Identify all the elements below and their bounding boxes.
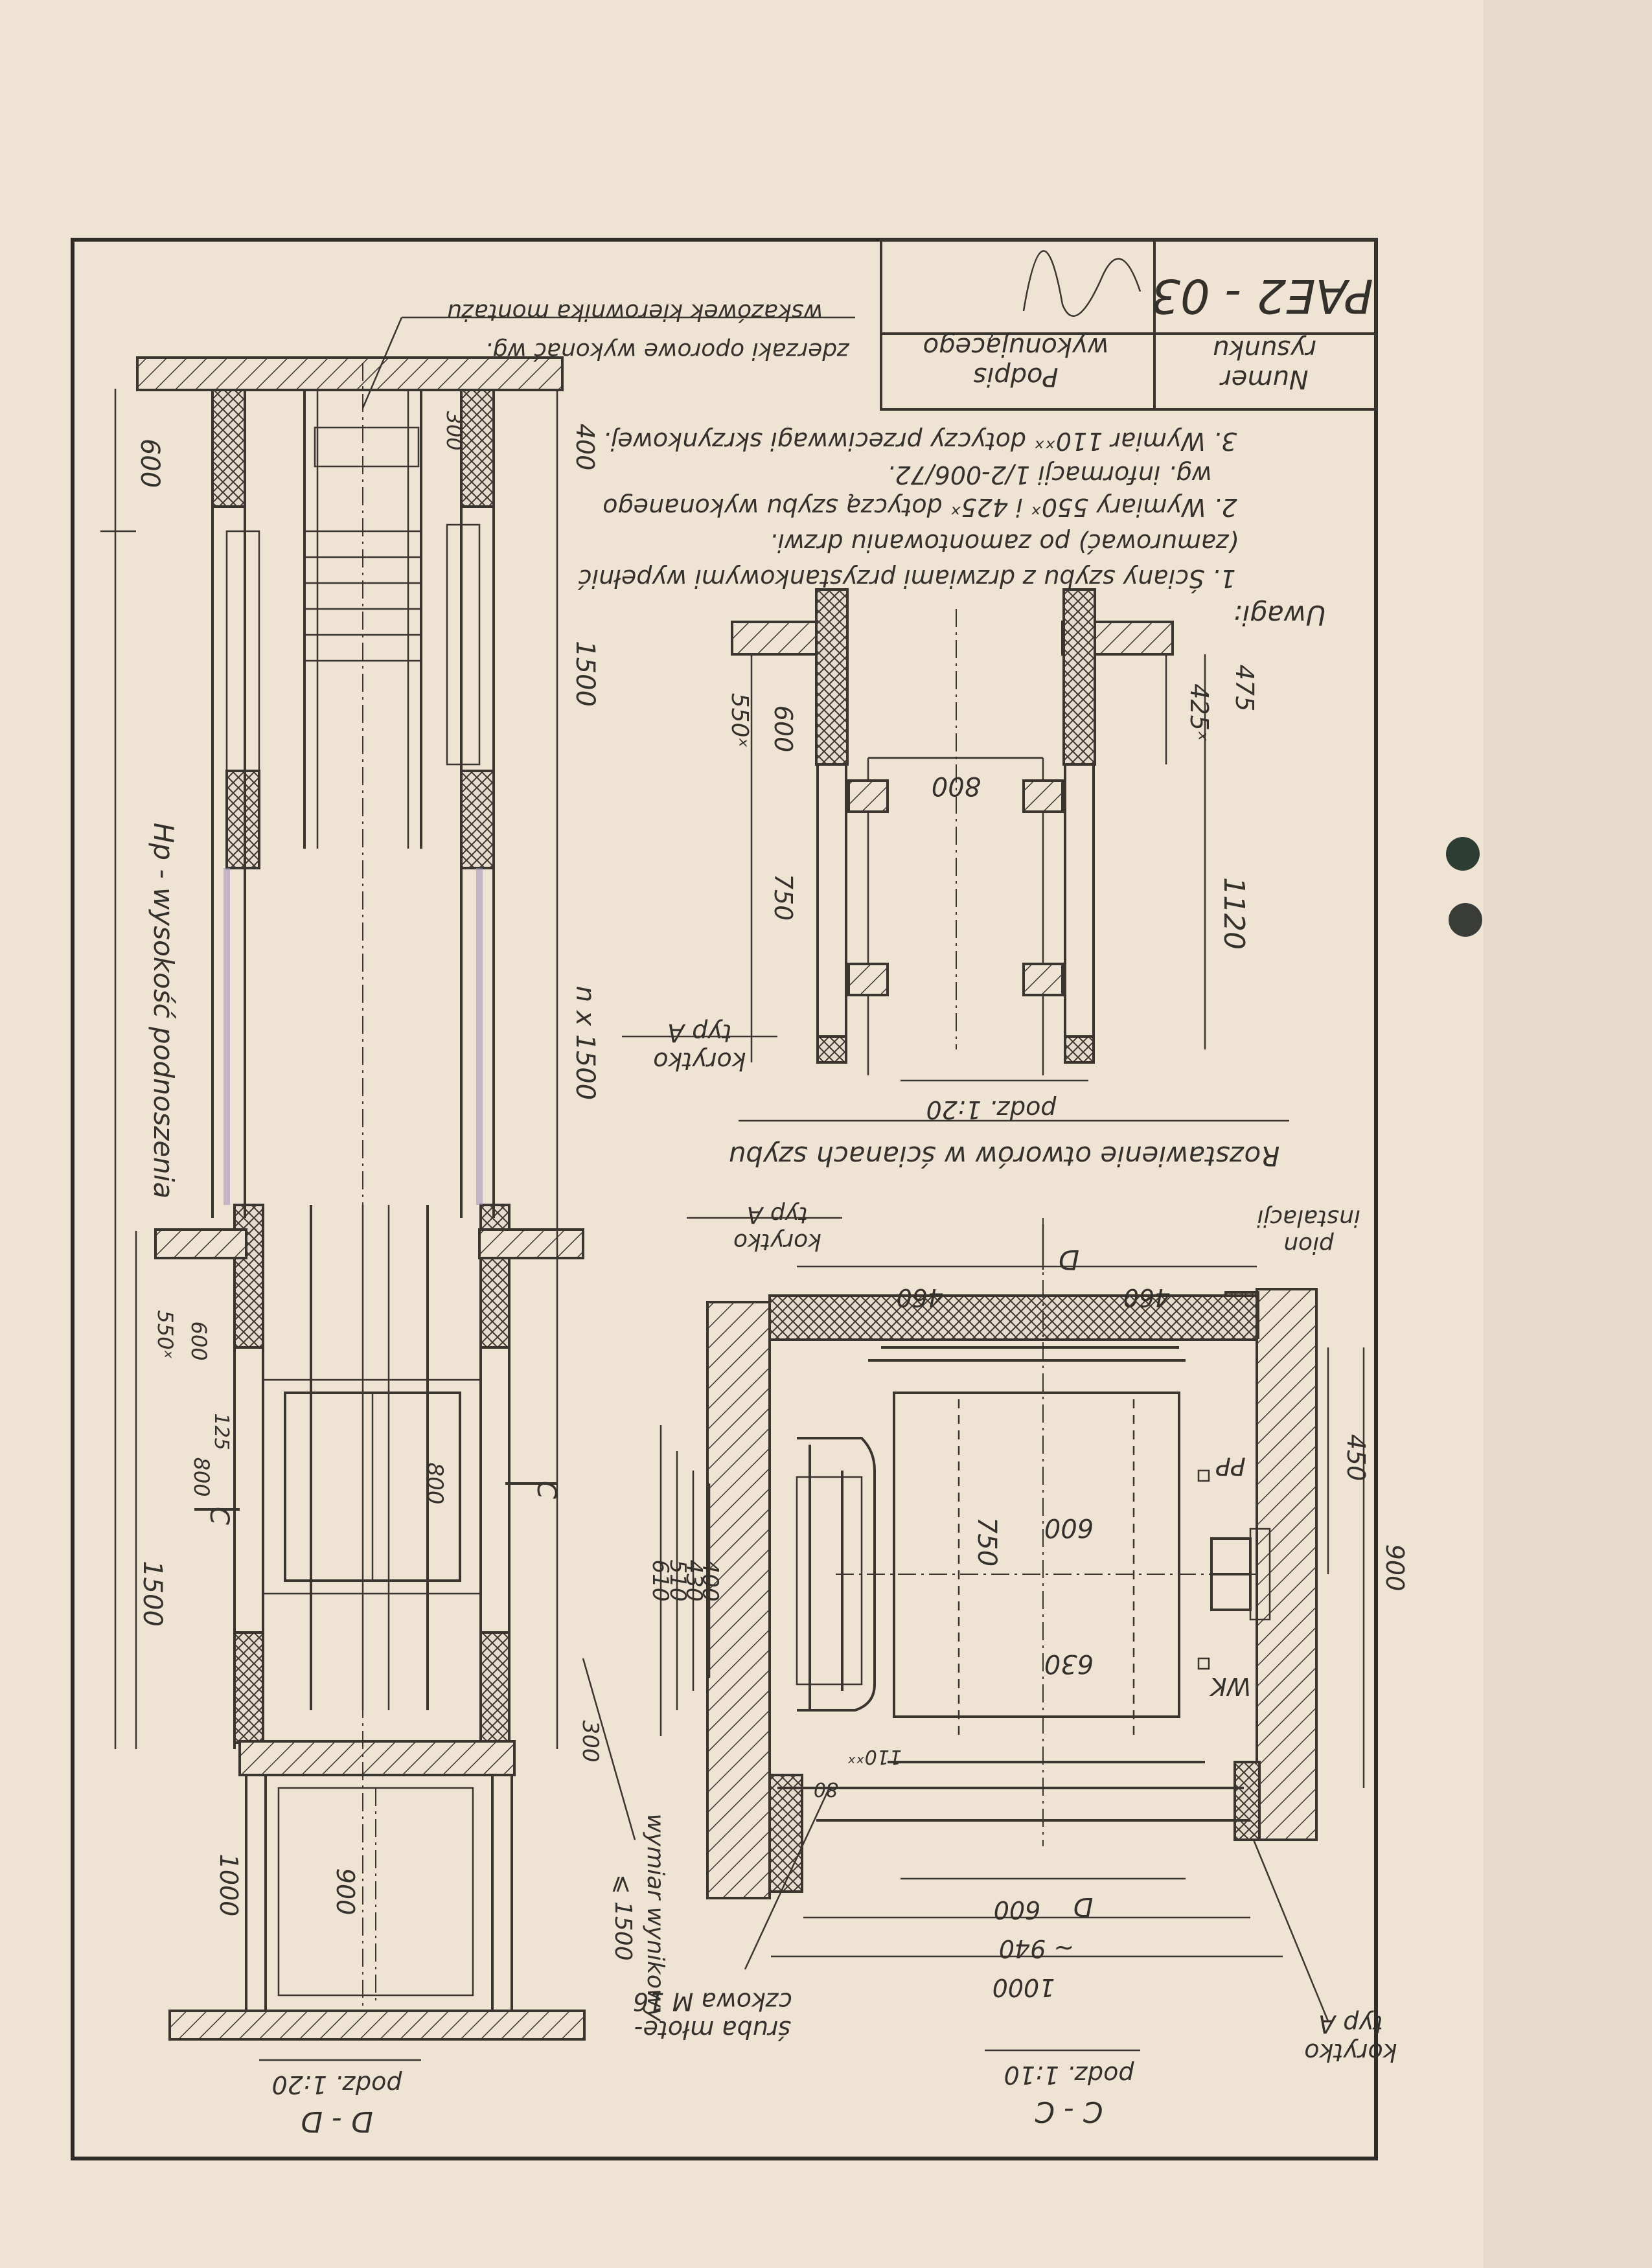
dd-hp-label: Hp - wysokość podnoszenia — [148, 823, 179, 1198]
openings-title: Rozstawienie otworów w ścianach szybu — [729, 1140, 1280, 1172]
openings-dim: 800 — [932, 771, 981, 801]
dd-dim: 800 — [422, 1463, 448, 1505]
dd-dim: 300 — [442, 411, 466, 450]
label-pp: PP — [1216, 1452, 1246, 1480]
section-dd: 400 300 1500 n x 1500 600 300 1500 800 1… — [100, 299, 855, 2138]
dd-dim: 800 — [189, 1457, 214, 1496]
dd-dim: 125 — [210, 1413, 233, 1450]
openings-dim: 550ˣ — [726, 693, 753, 748]
cc-dim: 460 — [1123, 1283, 1171, 1312]
note-line-3: 2. Wymiary 550ˣ i 425ˣ dotyczą szybu wyk… — [602, 493, 1237, 521]
drawing-frame — [71, 238, 1378, 2160]
dd-dim: 1000 — [214, 1854, 243, 1917]
openings-scale: podz. 1:20 — [926, 1095, 1057, 1124]
dd-zderzaki-label-2: wskazówek kierownika montażu — [447, 299, 823, 325]
dd-dim: 550ˣ — [153, 1310, 178, 1358]
openings-dim: 475 — [1230, 665, 1259, 712]
note-line-2: (zamurować) po zamontowaniu drzwi. — [770, 529, 1239, 557]
dd-dim: 300 — [577, 1721, 603, 1763]
notes-heading: Uwagi: — [1233, 599, 1325, 631]
cc-dim: 460 — [897, 1283, 944, 1312]
cc-title: C - C — [1035, 2095, 1103, 2128]
cc-sruba-label: śruba młote-czkowa M 16 — [633, 1987, 792, 2044]
dd-dim: 1500 — [137, 1561, 167, 1627]
cc-pion-label: pioninstalacji — [1257, 1205, 1360, 1258]
cc-dim: 630 — [1044, 1649, 1094, 1678]
dd-dim: 900 — [331, 1868, 360, 1916]
cc-scale: podz. 1:10 — [1004, 2061, 1135, 2089]
openings-dim: 425ˣ — [1185, 683, 1213, 741]
cc-section-mark: D — [1059, 1244, 1079, 1276]
dd-scale: podz. 1:20 — [272, 2070, 403, 2099]
signature-label: Podpiswykonującego — [923, 332, 1109, 391]
openings-rail-label: korytkotyp A — [653, 1018, 746, 1075]
title-block: PAE2 - 03 Numerrysunku Podpiswykonująceg… — [880, 238, 1377, 411]
cc-dim: 610 — [647, 1560, 673, 1602]
openings-view: 475 425ˣ 1120 800 600 550ˣ 750 korytkoty… — [622, 588, 1289, 1172]
dd-title: D - D — [301, 2105, 373, 2138]
cc-korytko-top: korytkotyp A — [733, 1202, 821, 1255]
note-line-4: wg. informacji 1/2-006/72. — [887, 461, 1211, 489]
dd-dim: n x 1500 — [570, 986, 600, 1100]
cc-dim: 750 — [972, 1517, 1002, 1566]
cc-dim: 430 — [681, 1560, 707, 1602]
number-label: Numerrysunku — [1213, 334, 1316, 394]
cc-dim: 450 — [1342, 1434, 1370, 1482]
dd-dim: 600 — [187, 1321, 211, 1360]
dd-zderzaki-label: zderzaki oporowe wykonać wg. — [485, 338, 850, 364]
dd-wymiar-label-2: ⩽ 1500 — [610, 1874, 636, 1960]
cc-korytko-bottom: korytkotyp A — [1304, 2010, 1397, 2067]
dd-dim: 600 — [135, 439, 165, 488]
binder-hole — [1446, 837, 1480, 871]
cc-dim: 400 — [697, 1560, 723, 1602]
notes-block: Uwagi: 1. Ściany szybu z drzwiami przyst… — [577, 427, 1325, 631]
binder-hole — [1449, 903, 1482, 937]
cc-dim: ~ 940 — [999, 1934, 1074, 1963]
dd-dim: 1500 — [570, 641, 600, 707]
cc-dim: 110ˣˣ — [847, 1745, 902, 1768]
binder-spine — [1484, 0, 1652, 2268]
cc-dim: 900 — [1381, 1544, 1409, 1592]
cc-dim: 600 — [994, 1896, 1041, 1924]
note-line-5: 3. Wymiar 110ˣˣ dotyczy przeciwwagi skrz… — [603, 427, 1237, 455]
label-wk: WK — [1209, 1672, 1252, 1701]
dd-wymiar-label: wymiar wynikowy — [642, 1813, 669, 2022]
section-cc: PP WK 460 460 D 450 900 600 750 630 400 … — [633, 1202, 1409, 2128]
cc-dim: 1000 — [992, 1973, 1055, 2002]
note-line-1: 1. Ściany szybu z drzwiami przystankowym… — [577, 564, 1235, 593]
openings-dim: 600 — [769, 705, 797, 753]
signature-scribble — [1022, 250, 1141, 317]
cc-dim: 510 — [665, 1560, 691, 1602]
drawing-number: PAE2 - 03 — [1151, 269, 1373, 323]
cc-dim: 80 — [814, 1778, 838, 1800]
cc-section-mark: D — [1073, 1892, 1094, 1921]
openings-dim: 1120 — [1217, 877, 1250, 950]
dd-dim: 400 — [571, 424, 599, 471]
openings-dim: 750 — [769, 874, 797, 921]
cc-dim: 600 — [1044, 1513, 1094, 1542]
